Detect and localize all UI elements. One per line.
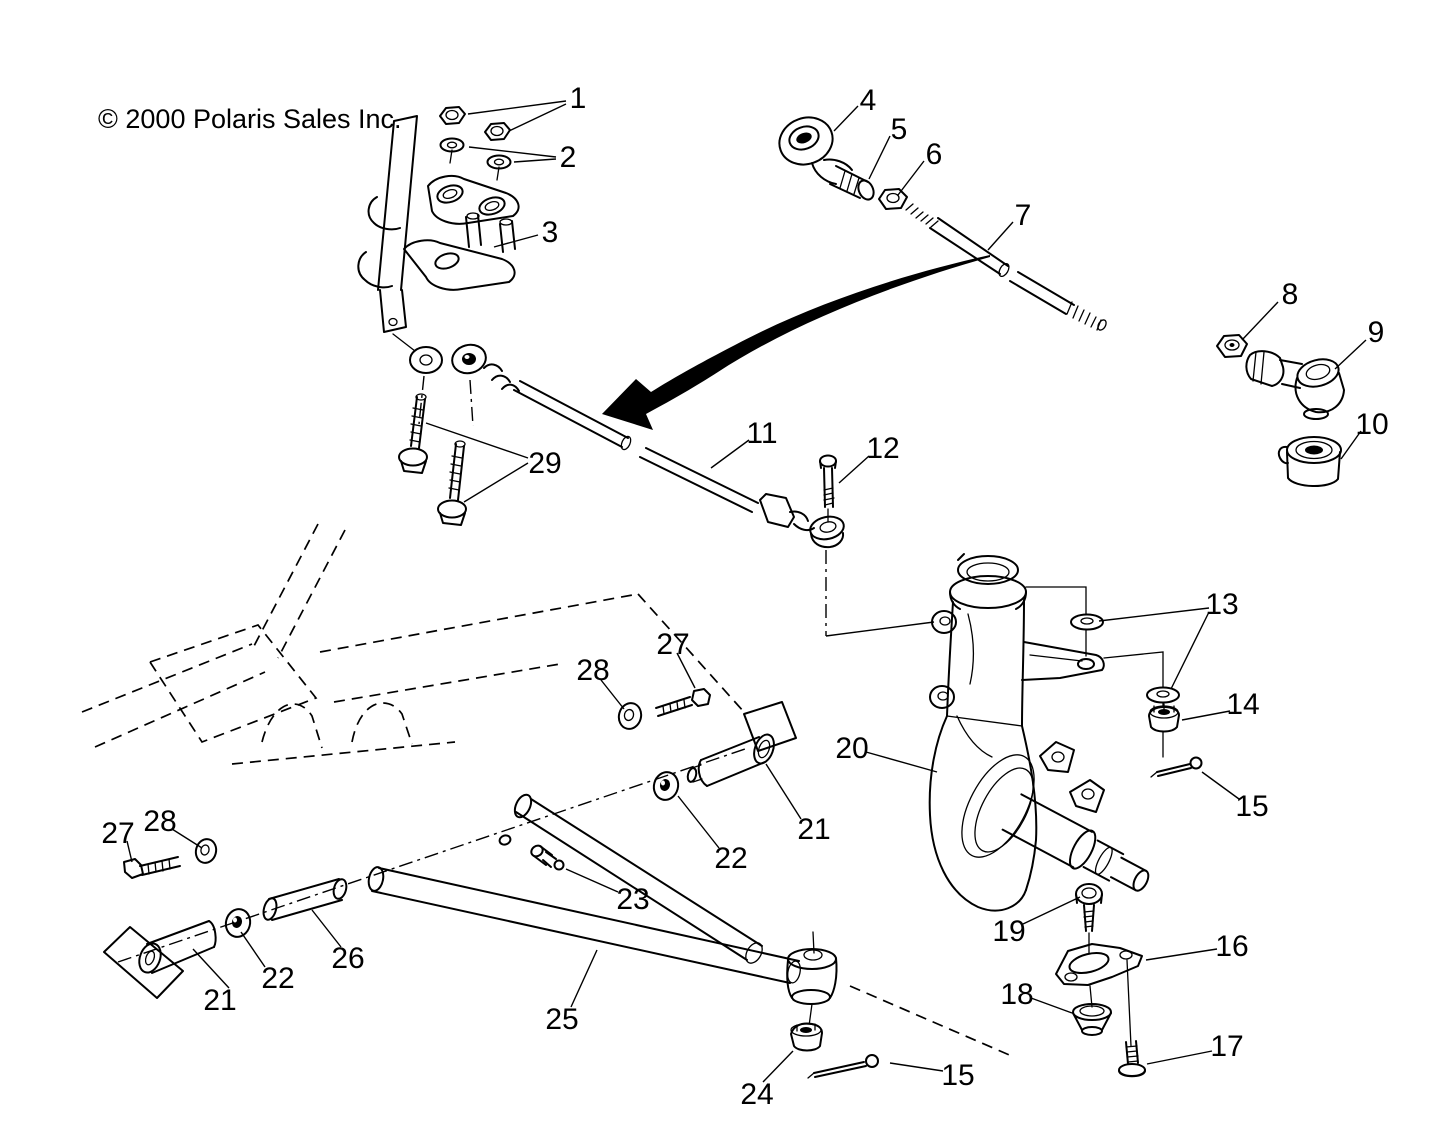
steering-post-assembly <box>357 106 520 333</box>
outer-tie-rod-assembly <box>778 116 1345 487</box>
post-washers <box>439 137 512 181</box>
callout-12: 12 <box>866 432 899 465</box>
leader-lines <box>126 100 1367 1083</box>
callout-25: 25 <box>545 1003 578 1036</box>
cap-18 <box>1072 1003 1112 1036</box>
flange-bolts-29 <box>398 393 467 526</box>
bolt-19 <box>1075 883 1103 932</box>
callout-27b: 27 <box>656 628 689 661</box>
callout-19: 19 <box>992 915 1025 948</box>
callout-18: 18 <box>1000 978 1033 1011</box>
tie-rod-inner-end <box>392 333 520 427</box>
callout-24: 24 <box>740 1078 773 1111</box>
callout-8: 8 <box>1282 278 1299 311</box>
callout-15a: 15 <box>1235 790 1268 823</box>
callout-9: 9 <box>1368 316 1385 349</box>
castle-nut-14 <box>1147 703 1181 733</box>
ball-joint <box>786 931 838 1027</box>
callout-4: 4 <box>860 84 877 117</box>
plate-16 <box>1055 943 1143 986</box>
callout-20: 20 <box>835 732 868 765</box>
callout-5: 5 <box>891 113 908 146</box>
callout-29: 29 <box>528 447 561 480</box>
callout-10: 10 <box>1355 408 1388 441</box>
grease-fitting-23 <box>530 844 565 871</box>
callout-13: 13 <box>1205 588 1238 621</box>
callout-7: 7 <box>1015 199 1032 232</box>
callout-15b: 15 <box>941 1059 974 1092</box>
frame-end-plate-left <box>103 926 184 999</box>
castle-nut-24 <box>789 1022 824 1052</box>
post-nuts <box>439 106 511 141</box>
callout-3: 3 <box>542 216 559 249</box>
callout-16: 16 <box>1215 930 1248 963</box>
callout-11: 11 <box>746 417 777 450</box>
pivot-axis-line <box>117 747 749 963</box>
copyright-notice: © 2000 Polaris Sales Inc. <box>98 104 402 134</box>
callout-21b: 21 <box>797 813 830 846</box>
callout-6: 6 <box>926 138 943 171</box>
callout-28a: 28 <box>143 805 176 838</box>
frame-phantom <box>81 523 797 999</box>
callout-1: 1 <box>570 82 587 115</box>
bolt-17 <box>1118 1040 1146 1078</box>
callout-23: 23 <box>616 883 649 916</box>
callout-26: 26 <box>331 942 364 975</box>
callout-22a: 22 <box>261 962 294 995</box>
rod-end-9 <box>1245 350 1345 420</box>
post-clamp <box>357 174 520 291</box>
a-arm-assembly <box>123 688 1015 1079</box>
direction-arrow <box>602 255 990 430</box>
callout-27a: 27 <box>101 817 134 850</box>
spindle <box>1001 793 1150 892</box>
bolt-12 <box>819 454 837 523</box>
callout-21a: 21 <box>203 984 236 1017</box>
steering-knuckle <box>928 553 1203 912</box>
callout-22b: 22 <box>714 842 747 875</box>
bushing-10 <box>1277 436 1342 487</box>
knuckle-lower-hardware <box>1055 883 1146 1078</box>
callout-2: 2 <box>560 141 577 174</box>
callouts: 1 2 3 4 5 6 7 8 9 10 11 12 29 13 27 28 1… <box>101 82 1388 1111</box>
callout-14: 14 <box>1226 688 1259 721</box>
cotter-pin-15-bottom <box>807 1054 879 1079</box>
callout-28b: 28 <box>576 654 609 687</box>
tie-rod <box>513 380 935 637</box>
cotter-pin-15-right <box>1150 756 1203 778</box>
callout-17: 17 <box>1210 1030 1243 1063</box>
